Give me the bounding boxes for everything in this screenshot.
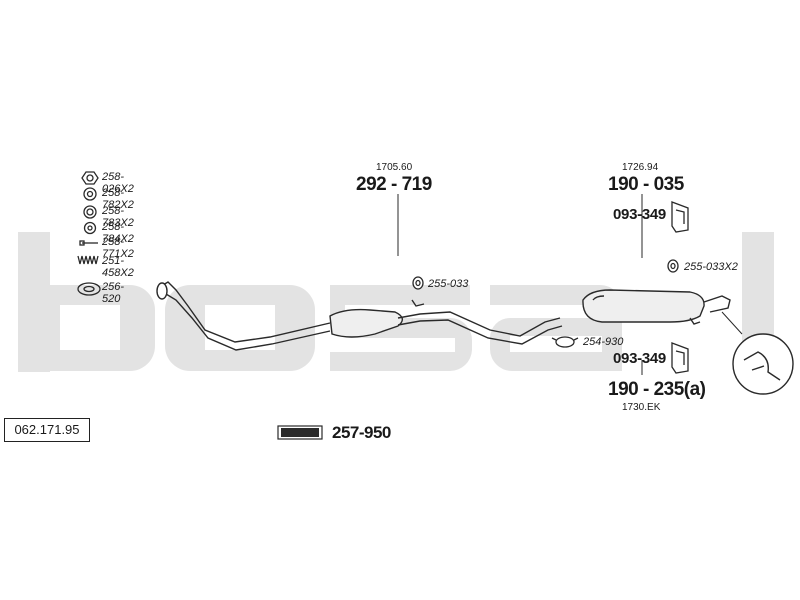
catalog-number: 062.171.95 [4,418,90,442]
center-pipe-ref: 1705.60 [376,162,413,173]
leader-lines [397,194,743,375]
bolt-icon [79,240,98,246]
legend-part-number: 258-784X2 [102,221,134,245]
spring-icon [77,255,99,265]
ring-nut-icon [83,187,97,201]
spring-washer-icon [83,205,97,219]
flange-gasket-icon [77,282,101,296]
hex-nut-icon [81,171,99,185]
bracket-icon-bottom [671,342,689,374]
rubber-hanger-icon [412,276,424,290]
rear-box-ref: 1726.94 [622,162,659,173]
detail-callout [732,333,794,395]
bracket-icon-top [671,201,689,233]
rear-hanger-bottom-label: 093-349 [613,350,666,367]
legend-part-number: 251-458X2 [102,255,134,279]
center-hanger-label: 255-033 [428,278,469,290]
legend-part-number: 258-782X2 [102,187,134,211]
rear-box-number: 190 - 035 [608,174,684,195]
small-parts [412,201,689,374]
clamp-label: 254-930 [583,336,624,348]
legend-part-number: 256-520 [102,281,125,305]
legend-icons [77,171,101,296]
flat-washer-icon [83,221,97,235]
rear-hanger-top-label: 093-349 [613,206,666,223]
rear-rubber-label: 255-033X2 [684,261,738,273]
alt-rear-box-ref: 1730.EK [622,402,661,413]
legend-part-number: 258-771X2 [102,236,134,260]
legend-part-number: 258-783X2 [102,205,134,229]
mounting-kit-number: 257-950 [332,423,391,442]
legend-part-number: 258-026X2 [102,171,134,195]
center-pipe-assembly [156,281,563,351]
rubber-hanger-icon-rear [667,259,679,273]
bosal-badge [277,425,323,440]
center-pipe-number: 292 - 719 [356,174,432,195]
clamp-icon [551,336,579,348]
alt-rear-box-number: 190 - 235(a) [608,379,706,400]
rear-silencer [582,289,731,325]
